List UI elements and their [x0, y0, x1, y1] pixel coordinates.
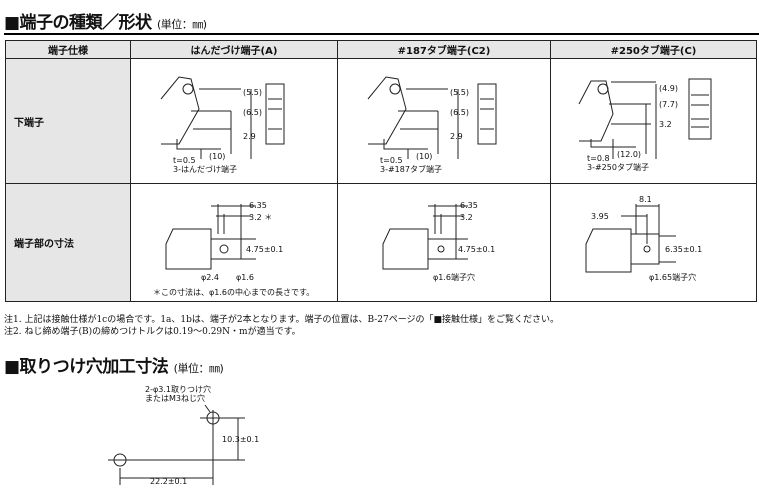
svg-text:＊この寸法は、φ1.6の中心までの長さです。: ＊この寸法は、φ1.6の中心までの長さです。: [153, 287, 314, 297]
svg-text:φ1.6: φ1.6: [236, 273, 254, 282]
header-spec: 端子仕様: [5, 40, 131, 59]
note-1: 注1. 上記は接触仕様が1cの場合です。1a、1bは、端子が2本となります。端子…: [4, 315, 560, 325]
svg-text:2.9: 2.9: [450, 132, 463, 141]
svg-text:(10): (10): [416, 152, 432, 161]
svg-text:(5.5): (5.5): [243, 88, 262, 97]
dim-diagram-cell: 6.35 3.2 4.75±0.1 φ1.6端子穴: [337, 183, 551, 302]
mounting-hole-drawing: 2-φ3.1取りつけ穴 またはM3ねじ穴 10.3±0.1 22.2±0.1: [108, 384, 259, 486]
svg-text:(6.5): (6.5): [243, 108, 262, 117]
section-title-mounting-holes: ■取りつけ穴加工寸法 (単位：㎜): [4, 357, 224, 377]
hole-label: 2-φ3.1取りつけ穴: [145, 384, 211, 394]
header-187: #187タブ端子(C2): [337, 40, 551, 59]
terminal-dim-drawing: 6.35 3.2 ＊ 4.75±0.1 φ2.4 φ1.6 ＊この寸法は、φ1.6の中心ま…: [153, 201, 314, 297]
svg-text:(6.5): (6.5): [450, 108, 469, 117]
divider: [4, 33, 759, 35]
svg-text:3-#187タブ端子: 3-#187タブ端子: [380, 164, 442, 174]
svg-text:(5.5): (5.5): [450, 88, 469, 97]
svg-text:(4.9): (4.9): [659, 84, 678, 93]
svg-text:4.75±0.1: 4.75±0.1: [246, 245, 283, 254]
dim-diagram-cell: 6.35 3.2 ＊ 4.75±0.1 φ2.4 φ1.6 ＊この寸法は、φ1.6の中心ま…: [130, 183, 338, 302]
svg-text:4.75±0.1: 4.75±0.1: [458, 245, 495, 254]
dim-diagram-cell: 8.1 3.95 6.35±0.1 φ1.65端子穴: [550, 183, 757, 302]
svg-text:t=0.8: t=0.8: [587, 154, 610, 163]
header-250: #250タブ端子(C): [550, 40, 757, 59]
svg-text:φ1.65端子穴: φ1.65端子穴: [649, 272, 696, 282]
vertical-dim: 10.3±0.1: [222, 435, 259, 444]
note-2: 注2. ねじ締め端子(B)の締めつけトルクは0.19〜0.29N・mが適当です。: [4, 327, 301, 337]
svg-text:(10): (10): [209, 152, 225, 161]
terminal-side-drawing: (5.5) (6.5) 2.9 (10) t=0.53-#187タブ端子: [367, 76, 497, 174]
row-label-dimensions: 端子部の寸法: [5, 183, 131, 302]
svg-text:6.35: 6.35: [460, 201, 478, 210]
svg-text:8.1: 8.1: [639, 195, 652, 204]
svg-text:φ1.6端子穴: φ1.6端子穴: [433, 272, 475, 282]
svg-text:3.2: 3.2: [659, 120, 672, 129]
svg-text:t=0.5: t=0.5: [380, 156, 403, 165]
terminal-dim-drawing: 8.1 3.95 6.35±0.1 φ1.65端子穴: [585, 195, 702, 282]
section-title-terminal-types: ■端子の種類／形状 (単位：㎜): [4, 13, 207, 33]
svg-text:3-#250タブ端子: 3-#250タブ端子: [587, 162, 649, 172]
hole-label-alt: またはM3ねじ穴: [145, 393, 205, 403]
header-solder: はんだづけ端子(A): [130, 40, 338, 59]
svg-text:(7.7): (7.7): [659, 100, 678, 109]
svg-text:φ2.4: φ2.4: [201, 273, 219, 282]
svg-text:3-はんだづけ端子: 3-はんだづけ端子: [173, 164, 237, 174]
terminal-side-drawing: (5.5) (6.5) 2.9 (10) t=0.53-はんだづけ端子: [160, 76, 285, 174]
svg-text:3.95: 3.95: [591, 212, 609, 221]
svg-text:(12.0): (12.0): [617, 150, 641, 159]
svg-text:2.9: 2.9: [243, 132, 256, 141]
terminal-table: 端子仕様 はんだづけ端子(A) #187タブ端子(C2) #250タブ端子(C)…: [5, 40, 757, 302]
horizontal-dim: 22.2±0.1: [150, 477, 187, 486]
svg-text:6.35: 6.35: [249, 201, 267, 210]
svg-text:3.2: 3.2: [460, 213, 473, 222]
svg-text:3.2 ＊: 3.2 ＊: [249, 213, 272, 222]
terminal-side-drawing: (4.9) (7.7) 3.2 (12.0) t=0.83-#250タブ端子: [578, 78, 712, 172]
svg-text:t=0.5: t=0.5: [173, 156, 196, 165]
svg-text:6.35±0.1: 6.35±0.1: [665, 245, 702, 254]
row-label-lower: 下端子: [5, 58, 131, 184]
terminal-dim-drawing: 6.35 3.2 4.75±0.1 φ1.6端子穴: [382, 201, 495, 282]
